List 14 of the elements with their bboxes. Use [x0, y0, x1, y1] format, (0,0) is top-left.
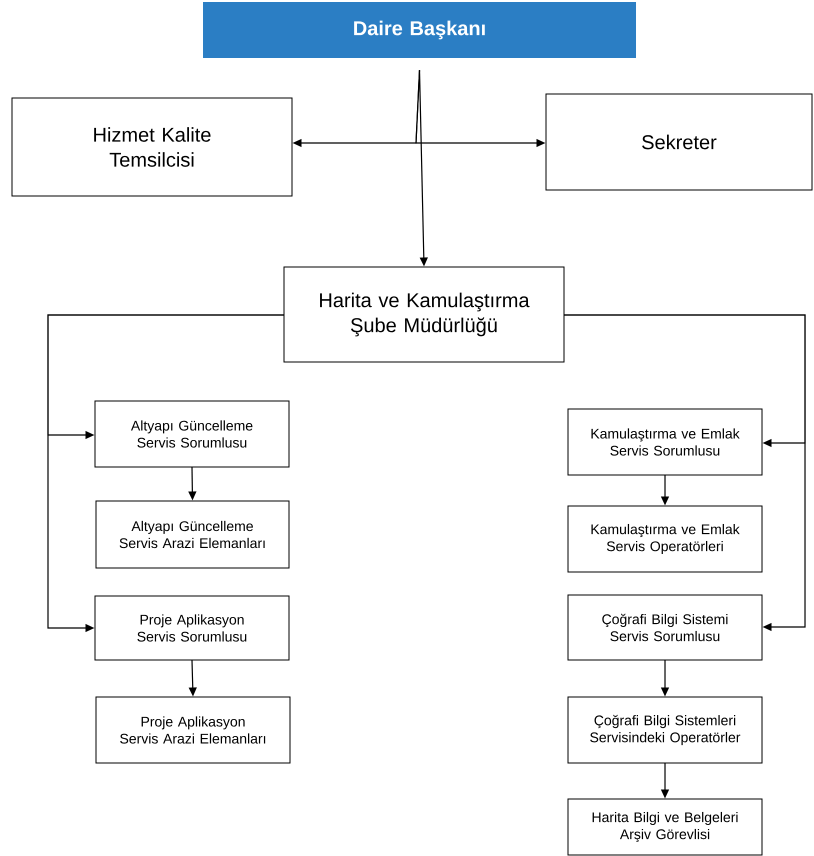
role-box: Çoğrafi Bilgi Sistemi Servis Sorumlusu	[568, 594, 762, 660]
role-box: Sekreter	[546, 94, 812, 190]
role-box: Hizmet Kalite Temsilcisi	[12, 98, 292, 196]
role-box: Altyapı Güncelleme Servis Arazi Elemanları	[96, 500, 290, 568]
role-box: Çoğrafi Bilgi Sistemleri Servisindeki Operatörler	[568, 696, 762, 764]
role-box: Kamulaştırma ve Emlak Servis Operatörleri	[568, 506, 762, 572]
arrow	[564, 314, 806, 632]
title-box: Daire Başkanı	[203, 2, 636, 58]
role-box: Kamulaştırma ve Emlak Servis Sorumlusu	[568, 408, 762, 476]
role-box: Harita Bilgi ve Belgeleri Arşiv Görevlisi	[568, 798, 762, 856]
role-box: Proje Aplikasyon Servis Sorumlusu	[94, 596, 290, 660]
role-box: Altyapı Güncelleme Servis Sorumlusu	[94, 400, 290, 468]
role-box: Proje Aplikasyon Servis Arazi Elemanları	[96, 696, 290, 764]
role-box: Harita ve Kamulaştırma Şube Müdürlüğü	[284, 266, 564, 362]
